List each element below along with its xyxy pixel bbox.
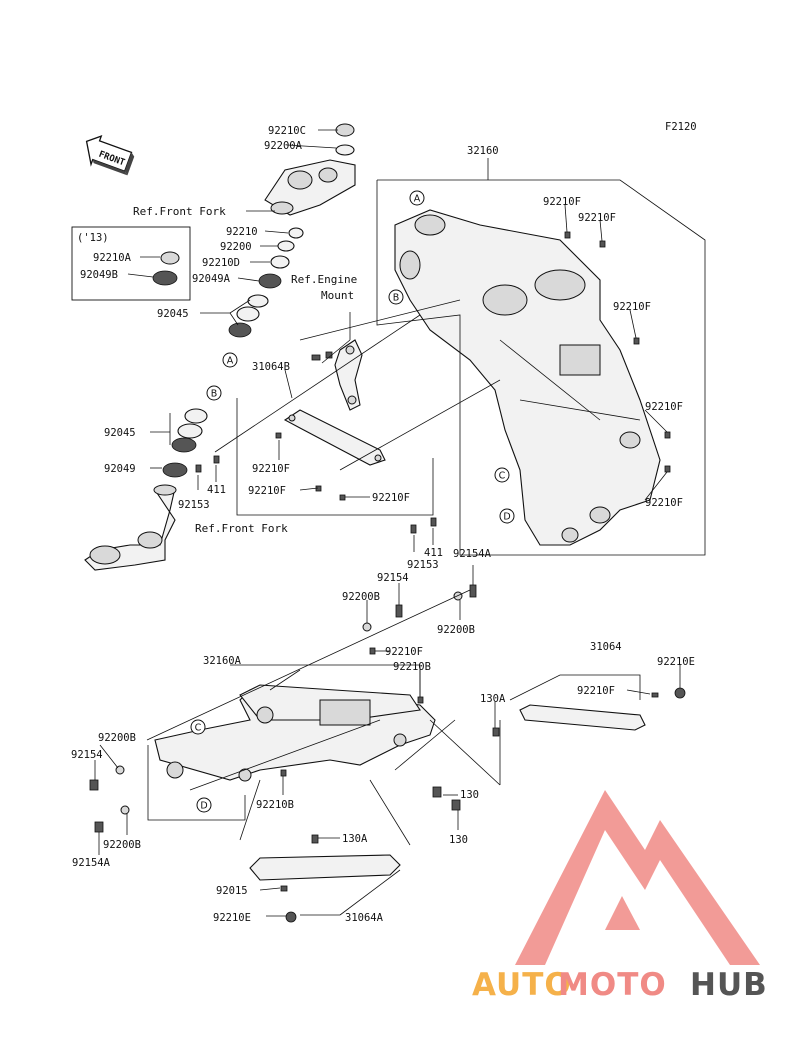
variant-label: ('13): [77, 232, 109, 244]
part-label: 92210B: [393, 661, 431, 673]
part-label: 92210F: [248, 485, 286, 497]
watermark-auto: AUTO: [472, 967, 572, 1003]
figure-code: F2120: [665, 121, 697, 133]
part-label: 92210F: [543, 196, 581, 208]
part-label: 92200: [220, 241, 252, 253]
part-label: 92154A: [453, 548, 492, 560]
watermark-hub: HUB: [690, 967, 768, 1003]
main-frame: [394, 209, 661, 546]
leader-lines: [94, 129, 681, 917]
part-label: 92045: [104, 427, 136, 439]
front-arrow-badge: FRONT: [85, 135, 135, 176]
lower-triple-clamp: [84, 408, 208, 571]
part-label: 411: [424, 547, 443, 559]
part-label: 92154: [377, 572, 409, 584]
variant-box: [71, 226, 191, 301]
part-label: 92210F: [577, 685, 615, 697]
part-label: 92154A: [72, 857, 111, 869]
subframe-32160A: [154, 669, 436, 782]
callouts: A B C D A B C D: [190, 190, 515, 813]
part-label: 92200B: [437, 624, 475, 636]
part-label: 92210E: [213, 912, 251, 924]
part-label: 92210F: [252, 463, 290, 475]
part-label: 92153: [407, 559, 439, 571]
part-label: 92200B: [342, 591, 380, 603]
part-label: 92049: [104, 463, 136, 475]
part-label: 92210C: [268, 125, 306, 137]
callout-B-top: B: [393, 293, 400, 304]
part-label: 92200B: [98, 732, 136, 744]
part-label: 130A: [480, 693, 506, 705]
part-label: 130: [449, 834, 468, 846]
part-label: 92049A: [192, 273, 231, 285]
part-label: 92210F: [372, 492, 410, 504]
part-label: 92200B: [103, 839, 141, 851]
part-label: 92210E: [657, 656, 695, 668]
part-label: 92154: [71, 749, 103, 761]
watermark-moto: MOTO: [558, 967, 667, 1003]
watermark-logo: [515, 790, 760, 965]
upper-triple-clamp: [228, 123, 356, 338]
part-label: 92210F: [645, 401, 683, 413]
part-label: 92015: [216, 885, 248, 897]
callout-D-sub: D: [200, 801, 207, 812]
callout-C-sub: C: [195, 723, 202, 734]
watermark-text: AUTO MOTO HUB: [472, 967, 768, 1003]
part-label: 92210F: [578, 212, 616, 224]
part-label: 411: [207, 484, 226, 496]
part-label: 31064B: [252, 361, 290, 373]
ref-engine-mount-1: Ref.Engine: [291, 273, 357, 286]
part-label: 31064: [590, 641, 622, 653]
part-label: 130: [460, 789, 479, 801]
part-label: 92210F: [613, 301, 651, 313]
part-label: 32160A: [203, 655, 242, 667]
callout-A-top: A: [414, 194, 421, 205]
part-label: 92210F: [385, 646, 423, 658]
bracket-31064B: [275, 409, 386, 501]
part-label: 92045: [157, 308, 189, 320]
part-label: 92049B: [80, 269, 118, 281]
part-label: 92153: [178, 499, 210, 511]
callout-C-top: C: [499, 471, 506, 482]
callout-A-stem: A: [227, 356, 234, 367]
part-labels: 92210C 92200A 32160 92210 92200 92210D 9…: [71, 125, 695, 924]
ref-front-fork-lower: Ref.Front Fork: [195, 522, 288, 535]
ref-front-fork-upper: Ref.Front Fork: [133, 205, 226, 218]
part-label: 130A: [342, 833, 368, 845]
bar-31064A: [249, 834, 401, 923]
part-label: 92210D: [202, 257, 240, 269]
part-label: 92210: [226, 226, 258, 238]
callout-D-top: D: [503, 512, 510, 523]
part-label: 31064A: [345, 912, 384, 924]
part-label: 92210A: [93, 252, 132, 264]
part-label: 32160: [467, 145, 499, 157]
ref-engine-mount-2: Mount: [321, 289, 354, 302]
bolts: [89, 231, 671, 833]
part-label: 92200A: [264, 140, 303, 152]
part-label: 92210B: [256, 799, 294, 811]
callout-B-stem: B: [211, 389, 218, 400]
part-label: 92210F: [645, 497, 683, 509]
main-frame-outline: [376, 179, 706, 556]
bar-31064: [492, 687, 686, 737]
